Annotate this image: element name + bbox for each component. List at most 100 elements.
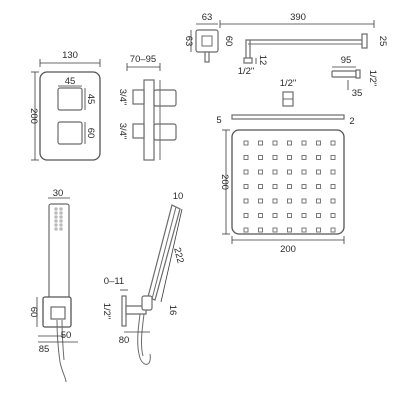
valve-port-lower [132,123,145,139]
elbow-stem [204,51,210,63]
dim-port-bottom: 3/4" [117,123,128,140]
nozzle [258,227,263,233]
valve-body-side [143,79,155,161]
dim-jet-height: 35 [352,88,363,99]
spray-dot [59,207,63,211]
dim-jet-thread: 1/2" [367,70,378,87]
nozzle [258,140,263,146]
nozzle [243,169,249,175]
nozzle [258,213,263,218]
dim-handle-spacing: 60 [85,128,96,139]
dim-handset-width: 30 [53,188,64,199]
handset-hose-front [56,319,67,383]
nozzle [287,140,292,146]
nozzle [272,169,278,175]
dim-handle-height: 45 [85,94,96,105]
dim-bracket-projection: 16 [167,305,178,316]
nozzle [316,227,321,233]
dim-outlet-height: 60 [28,307,39,318]
spray-dot [54,211,58,215]
shower-head: 1/2" 5 2 200 200 [216,78,354,255]
spray-dot [59,223,63,227]
arm-wall-flange [361,33,368,49]
head-face [231,129,345,235]
dim-head-edge: 2 [349,116,354,127]
dim-head-height: 200 [219,174,230,190]
nozzle [316,198,321,204]
dim-valve-depth: 70–95 [130,54,156,65]
head-side-profile [231,114,345,120]
dim-elbow-height: 63 [183,36,194,47]
nozzle [258,155,263,160]
nozzle [330,155,336,160]
outlet-bracket [50,306,66,320]
handset-head [48,203,70,307]
nozzle [258,198,263,204]
nozzle [301,227,307,233]
dim-head-thread: 1/2" [280,78,297,89]
shower-jet: 95 1/2" 35 [331,55,378,99]
dim-handset-angle-width: 10 [173,191,184,202]
jet-body [331,70,357,78]
nozzle [301,140,307,146]
nozzle [301,169,307,175]
nozzle [272,155,278,160]
dim-elbow-width: 63 [202,12,213,23]
nozzle [330,227,336,233]
nozzle [301,184,307,189]
nozzle [330,198,336,204]
dim-outlet-thread: 1/2" [101,303,112,320]
dim-outlet-depth: 85 [39,344,50,355]
valve-port-upper [132,89,145,105]
nozzle [316,169,321,175]
nozzle [272,213,278,218]
nozzle [243,213,249,218]
valve-handle-upper [57,87,83,111]
spray-dot [54,219,58,223]
outlet-holder [141,295,153,311]
dim-handle-width: 45 [65,76,76,87]
nozzle [272,198,278,204]
nozzle [258,169,263,175]
dim-arm-drop: 25 [377,36,388,47]
nozzle [316,140,321,146]
shower-arm: 390 60 25 12 1/2" [219,12,388,77]
nozzle [330,213,336,218]
valve-side-view: 70–95 3/4" 3/4" [117,54,177,161]
handset-side-view: 10 222 0–11 1/2" 16 80 [101,191,186,365]
dim-elbow-depth: 60 [223,36,234,47]
head-nozzles [243,140,336,233]
wall-elbow: 63 63 [183,12,219,63]
nozzle [258,184,263,189]
dim-outlet-reach: 0–11 [104,276,124,287]
spray-dot [59,227,63,231]
spray-dot [54,223,58,227]
nozzle [243,198,249,204]
dim-port-top: 3/4" [117,89,128,106]
nozzle [243,140,249,146]
valve-front-view: 130 45 45 60 200 [28,50,101,161]
nozzle [287,213,292,218]
nozzle [316,213,321,218]
nozzle [272,227,278,233]
spray-dot [59,215,63,219]
spray-dot [54,207,58,211]
elbow-plate [195,29,219,53]
dim-bracket-depth: 80 [119,335,130,346]
nozzle [287,198,292,204]
nozzle [316,155,321,160]
dim-valve-width: 130 [62,50,78,61]
elbow-inner [201,35,213,47]
spray-dot [59,219,63,223]
dim-head-width: 200 [280,244,296,255]
nozzle [243,184,249,189]
nozzle [287,169,292,175]
dim-arm-thread: 1/2" [238,66,255,77]
handset-front-view: 30 60 50 85 [28,188,78,383]
nozzle [272,184,278,189]
valve-knob-lower [153,123,177,141]
nozzle [330,140,336,146]
dim-arm-length: 390 [290,12,306,23]
